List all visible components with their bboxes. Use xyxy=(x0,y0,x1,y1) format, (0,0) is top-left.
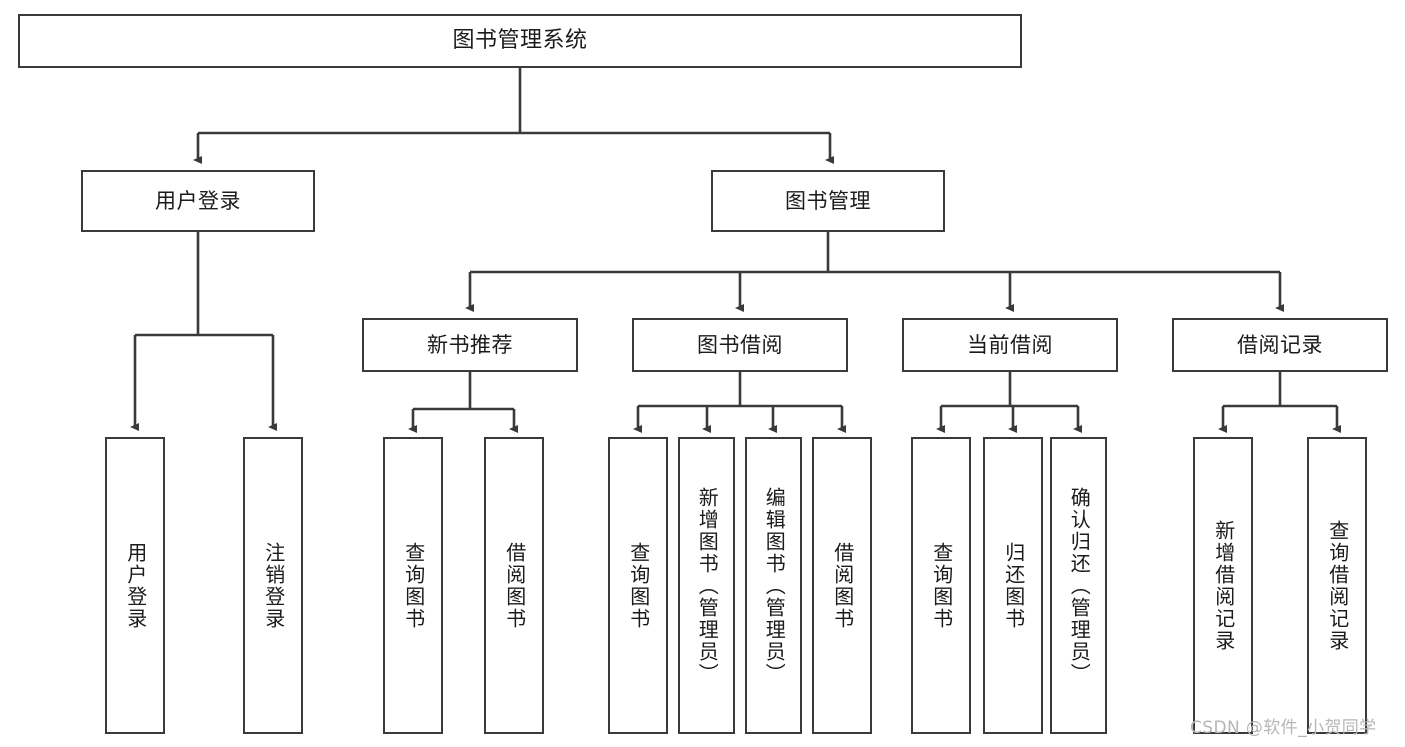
node-leaf-borrow-book-2-label: 借阅图书 xyxy=(830,541,855,630)
node-leaf-return-book[interactable]: 归还图书 xyxy=(983,437,1043,734)
node-leaf-query-book-2[interactable]: 查询图书 xyxy=(608,437,668,734)
node-book-borrow-label: 图书借阅 xyxy=(697,332,783,357)
node-leaf-edit-book-label: 编辑图书（管理员） xyxy=(762,486,787,685)
node-leaf-borrow-book-1-label: 借阅图书 xyxy=(502,541,527,630)
node-leaf-edit-book[interactable]: 编辑图书（管理员） xyxy=(745,437,802,734)
node-leaf-add-record[interactable]: 新增借阅记录 xyxy=(1193,437,1253,734)
node-root-label: 图书管理系统 xyxy=(452,28,588,54)
node-leaf-query-record-label: 查询借阅记录 xyxy=(1325,519,1350,652)
node-leaf-add-book[interactable]: 新增图书（管理员） xyxy=(678,437,735,734)
node-leaf-user-login-label: 用户登录 xyxy=(123,541,148,630)
node-leaf-confirm-return-label: 确认归还（管理员） xyxy=(1067,486,1092,685)
node-leaf-add-record-label: 新增借阅记录 xyxy=(1211,519,1236,652)
node-borrow-record-label: 借阅记录 xyxy=(1237,332,1323,357)
node-user-login-label: 用户登录 xyxy=(155,188,241,213)
node-book-manage[interactable]: 图书管理 xyxy=(711,170,945,232)
node-leaf-borrow-book-2[interactable]: 借阅图书 xyxy=(812,437,872,734)
node-current-borrow-label: 当前借阅 xyxy=(967,332,1053,357)
node-root[interactable]: 图书管理系统 xyxy=(18,14,1022,68)
node-leaf-query-book-1-label: 查询图书 xyxy=(401,541,426,630)
node-leaf-return-book-label: 归还图书 xyxy=(1001,541,1026,630)
node-leaf-query-book-3-label: 查询图书 xyxy=(929,541,954,630)
node-leaf-query-book-3[interactable]: 查询图书 xyxy=(911,437,971,734)
node-leaf-logout-label: 注销登录 xyxy=(261,541,286,630)
node-current-borrow[interactable]: 当前借阅 xyxy=(902,318,1118,372)
node-leaf-add-book-label: 新增图书（管理员） xyxy=(695,486,720,685)
node-leaf-confirm-return[interactable]: 确认归还（管理员） xyxy=(1050,437,1107,734)
node-borrow-record[interactable]: 借阅记录 xyxy=(1172,318,1388,372)
node-leaf-query-book-1[interactable]: 查询图书 xyxy=(383,437,443,734)
node-leaf-query-book-2-label: 查询图书 xyxy=(626,541,651,630)
node-book-manage-label: 图书管理 xyxy=(785,188,871,213)
node-leaf-query-record[interactable]: 查询借阅记录 xyxy=(1307,437,1367,734)
node-leaf-logout[interactable]: 注销登录 xyxy=(243,437,303,734)
csdn-watermark: CSDN @软件_小贺同学 xyxy=(1190,718,1377,738)
node-new-book-rec[interactable]: 新书推荐 xyxy=(362,318,578,372)
node-book-borrow[interactable]: 图书借阅 xyxy=(632,318,848,372)
node-new-book-rec-label: 新书推荐 xyxy=(427,332,513,357)
node-leaf-borrow-book-1[interactable]: 借阅图书 xyxy=(484,437,544,734)
node-user-login[interactable]: 用户登录 xyxy=(81,170,315,232)
node-leaf-user-login[interactable]: 用户登录 xyxy=(105,437,165,734)
